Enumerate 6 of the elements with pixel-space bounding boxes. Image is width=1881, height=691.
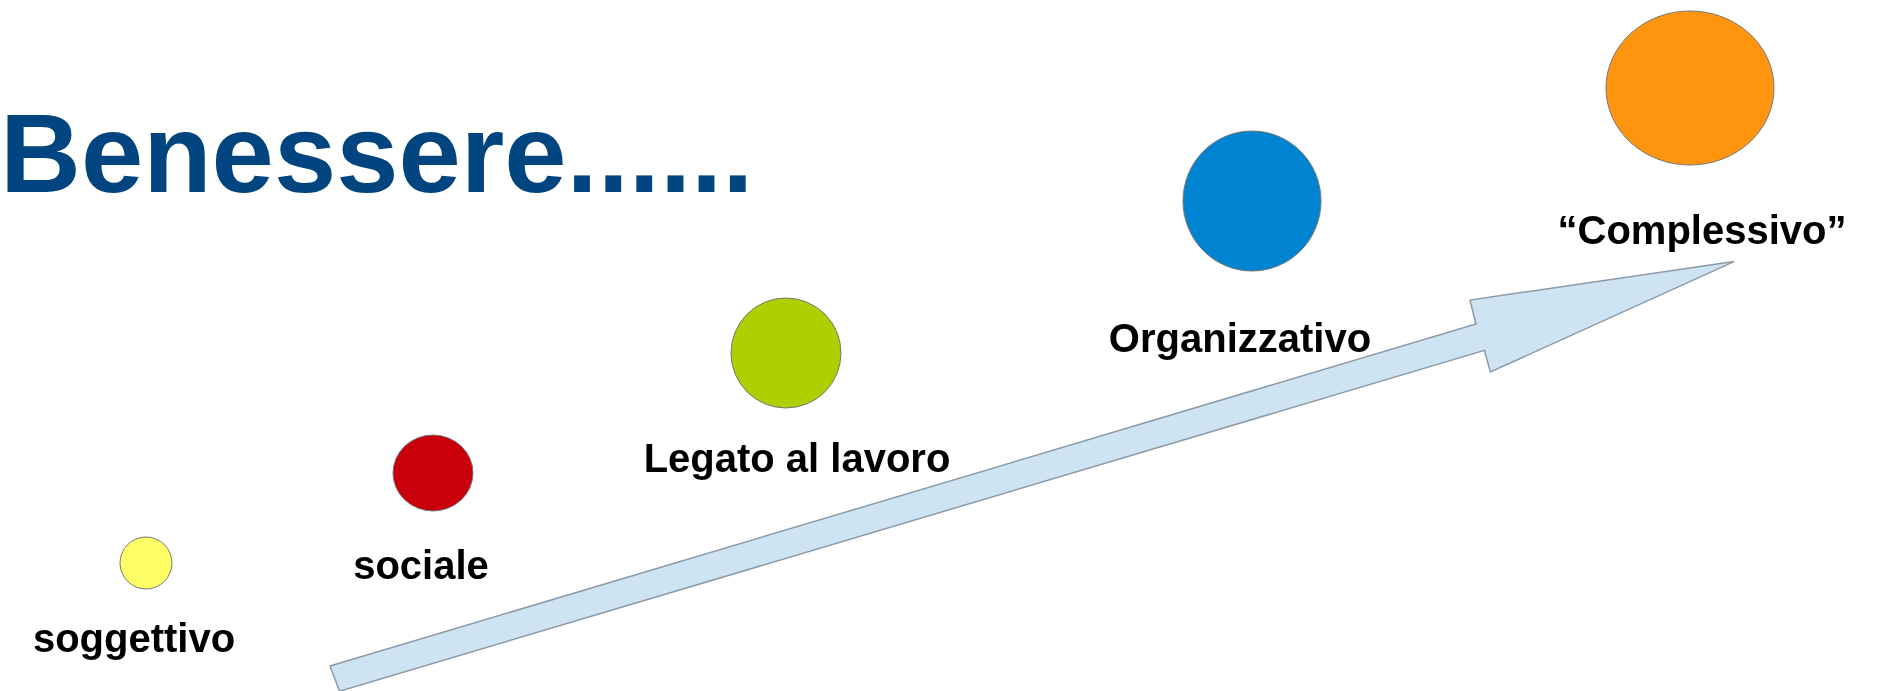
- circle-label: sociale: [353, 542, 489, 588]
- circle-label: soggettivo: [32, 615, 236, 661]
- title: Benessere......: [0, 92, 754, 216]
- circle-label: Organizzativo: [1108, 315, 1372, 361]
- circle-label: Legato al lavoro: [643, 435, 951, 481]
- circle-label: “Complessivo”: [1557, 207, 1847, 253]
